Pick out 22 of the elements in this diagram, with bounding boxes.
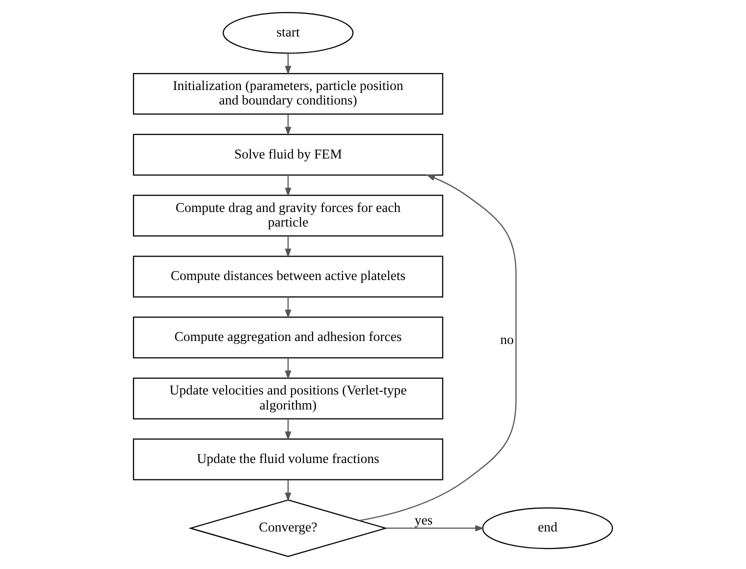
edge-label: no — [500, 332, 514, 348]
arrow — [284, 53, 292, 75]
node-box: Compute aggregation and adhesion forces — [132, 316, 444, 358]
node-box: Update the fluid volume fractions — [132, 438, 444, 480]
arrow — [284, 236, 292, 258]
arrow — [284, 418, 292, 441]
edge-label: yes — [414, 512, 433, 528]
node-ellipse: start — [222, 12, 354, 54]
arrow — [386, 525, 484, 532]
node-box: Compute drag and gravity forces for each particle — [132, 194, 444, 237]
arrow — [359, 174, 517, 522]
arrow — [284, 175, 292, 197]
arrow — [284, 480, 292, 502]
node-diamond: Converge? — [188, 499, 388, 558]
node-box: Solve fluid by FEM — [132, 134, 444, 176]
node-box: Initialization (parameters, particle position and boundary conditions) — [132, 72, 444, 115]
node-box: Update velocities and positions (Verlet-type algorithm) — [132, 378, 444, 420]
arrow — [284, 358, 292, 380]
node-box: Compute distances between active platelets — [132, 256, 444, 298]
arrow — [284, 114, 292, 136]
node-ellipse: end — [482, 507, 614, 550]
arrow — [284, 296, 292, 319]
